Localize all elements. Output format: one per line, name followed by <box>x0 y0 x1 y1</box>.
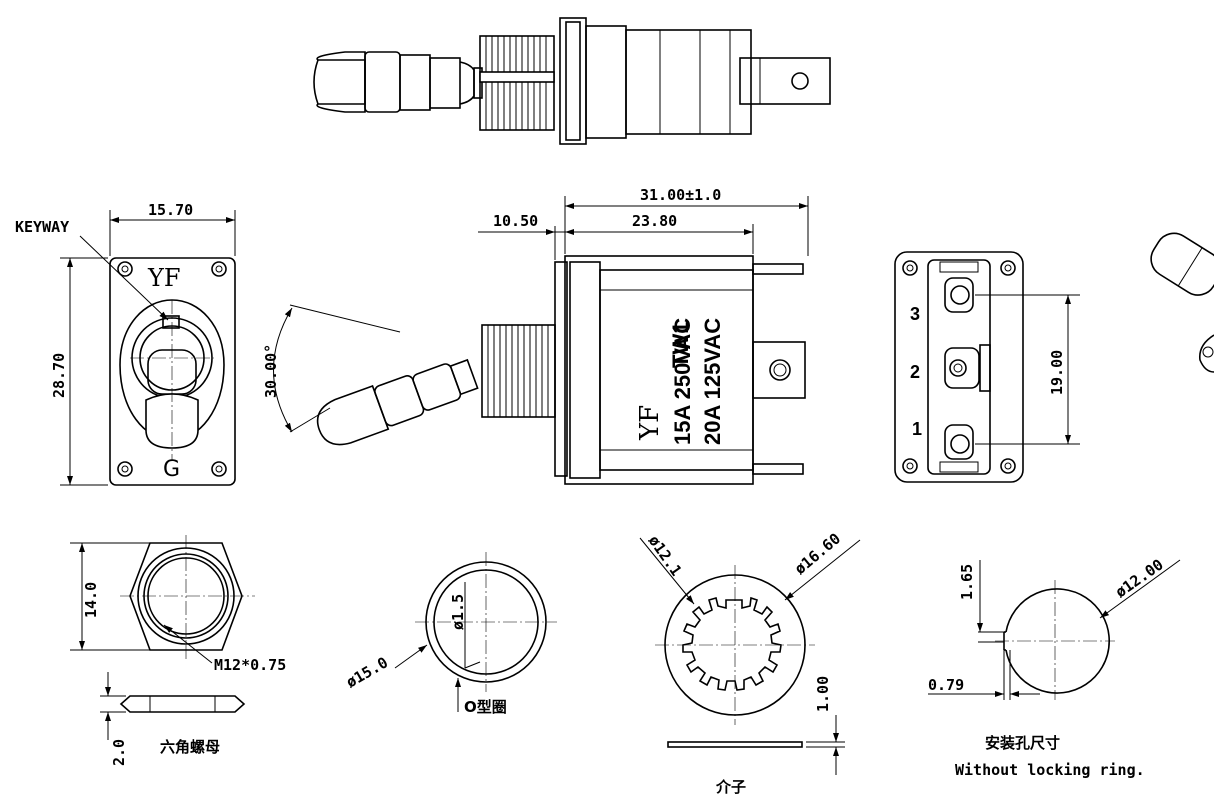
hole-dia-dim: ø12.00 <box>1112 555 1167 601</box>
oring-od-dim: ø15.0 <box>343 653 391 691</box>
hex-nut-caption: 六角螺母 <box>160 738 220 756</box>
case-rating-2: 20A 125VAC <box>700 318 725 445</box>
nut-thread-dim: M12*0.75 <box>214 656 286 674</box>
case-brand: YF <box>635 405 665 441</box>
side-view: YF TW1 15A 250VAC 20A 125VAC 31.00±1.0 2… <box>262 186 809 485</box>
terminal-spacing-dim: 19.00 <box>1048 350 1066 395</box>
o-ring: ø1.5 ø15.0 O型圈 <box>343 552 557 716</box>
mounting-hole: 1.65 0.79 ø12.00 安装孔尺寸 Without locking r… <box>928 555 1181 779</box>
mounting-hole-caption: 安装孔尺寸 <box>985 734 1060 752</box>
bushing-length-dim: 10.50 <box>493 212 538 230</box>
front-bottom-letter: G <box>163 457 180 482</box>
mounting-note: Without locking ring. <box>955 761 1145 779</box>
washer-caption: 介子 <box>715 778 746 796</box>
washer-id-dim: ø12.1 <box>645 532 686 579</box>
isometric-view-partial <box>1150 232 1214 373</box>
body-length-dim: 23.80 <box>632 212 677 230</box>
hex-nut: 14.0 M12*0.75 2.0 六角螺母 <box>70 535 286 766</box>
front-view: YF G 15.70 28.70 KEYWAY <box>15 201 236 486</box>
front-brand-label: YF <box>147 264 181 292</box>
rear-view: 3 2 1 19.00 <box>894 251 1080 483</box>
front-height-dim: 28.70 <box>50 353 68 398</box>
case-markings: YF TW1 15A 250VAC 20A 125VAC <box>635 318 725 445</box>
washer-thickness-dim: 1.00 <box>814 676 832 712</box>
top-view <box>313 17 831 145</box>
hole-flat-depth-dim: 1.65 <box>958 564 976 600</box>
front-width-dim: 15.70 <box>148 201 193 219</box>
case-model: TW1 <box>668 322 693 368</box>
o-ring-caption: O型圈 <box>464 698 507 716</box>
overall-length-dim: 31.00±1.0 <box>640 186 721 204</box>
keyway-label: KEYWAY <box>15 218 69 236</box>
nut-thickness-dim: 2.0 <box>110 739 128 766</box>
terminal-3-label: 3 <box>910 304 920 324</box>
nut-flats-dim: 14.0 <box>82 582 100 618</box>
toggle-angle-dim: 30.00° <box>262 344 280 398</box>
case-rating-1: 15A 250VAC <box>670 318 695 445</box>
hole-key-width-dim: 0.79 <box>928 676 964 694</box>
terminal-2-label: 2 <box>910 362 920 382</box>
lock-washer: ø12.1 ø16.60 1.00 介子 <box>639 529 861 796</box>
oring-cs-dim: ø1.5 <box>449 594 467 630</box>
washer-od-dim: ø16.60 <box>791 529 844 578</box>
terminal-1-label: 1 <box>912 419 922 439</box>
